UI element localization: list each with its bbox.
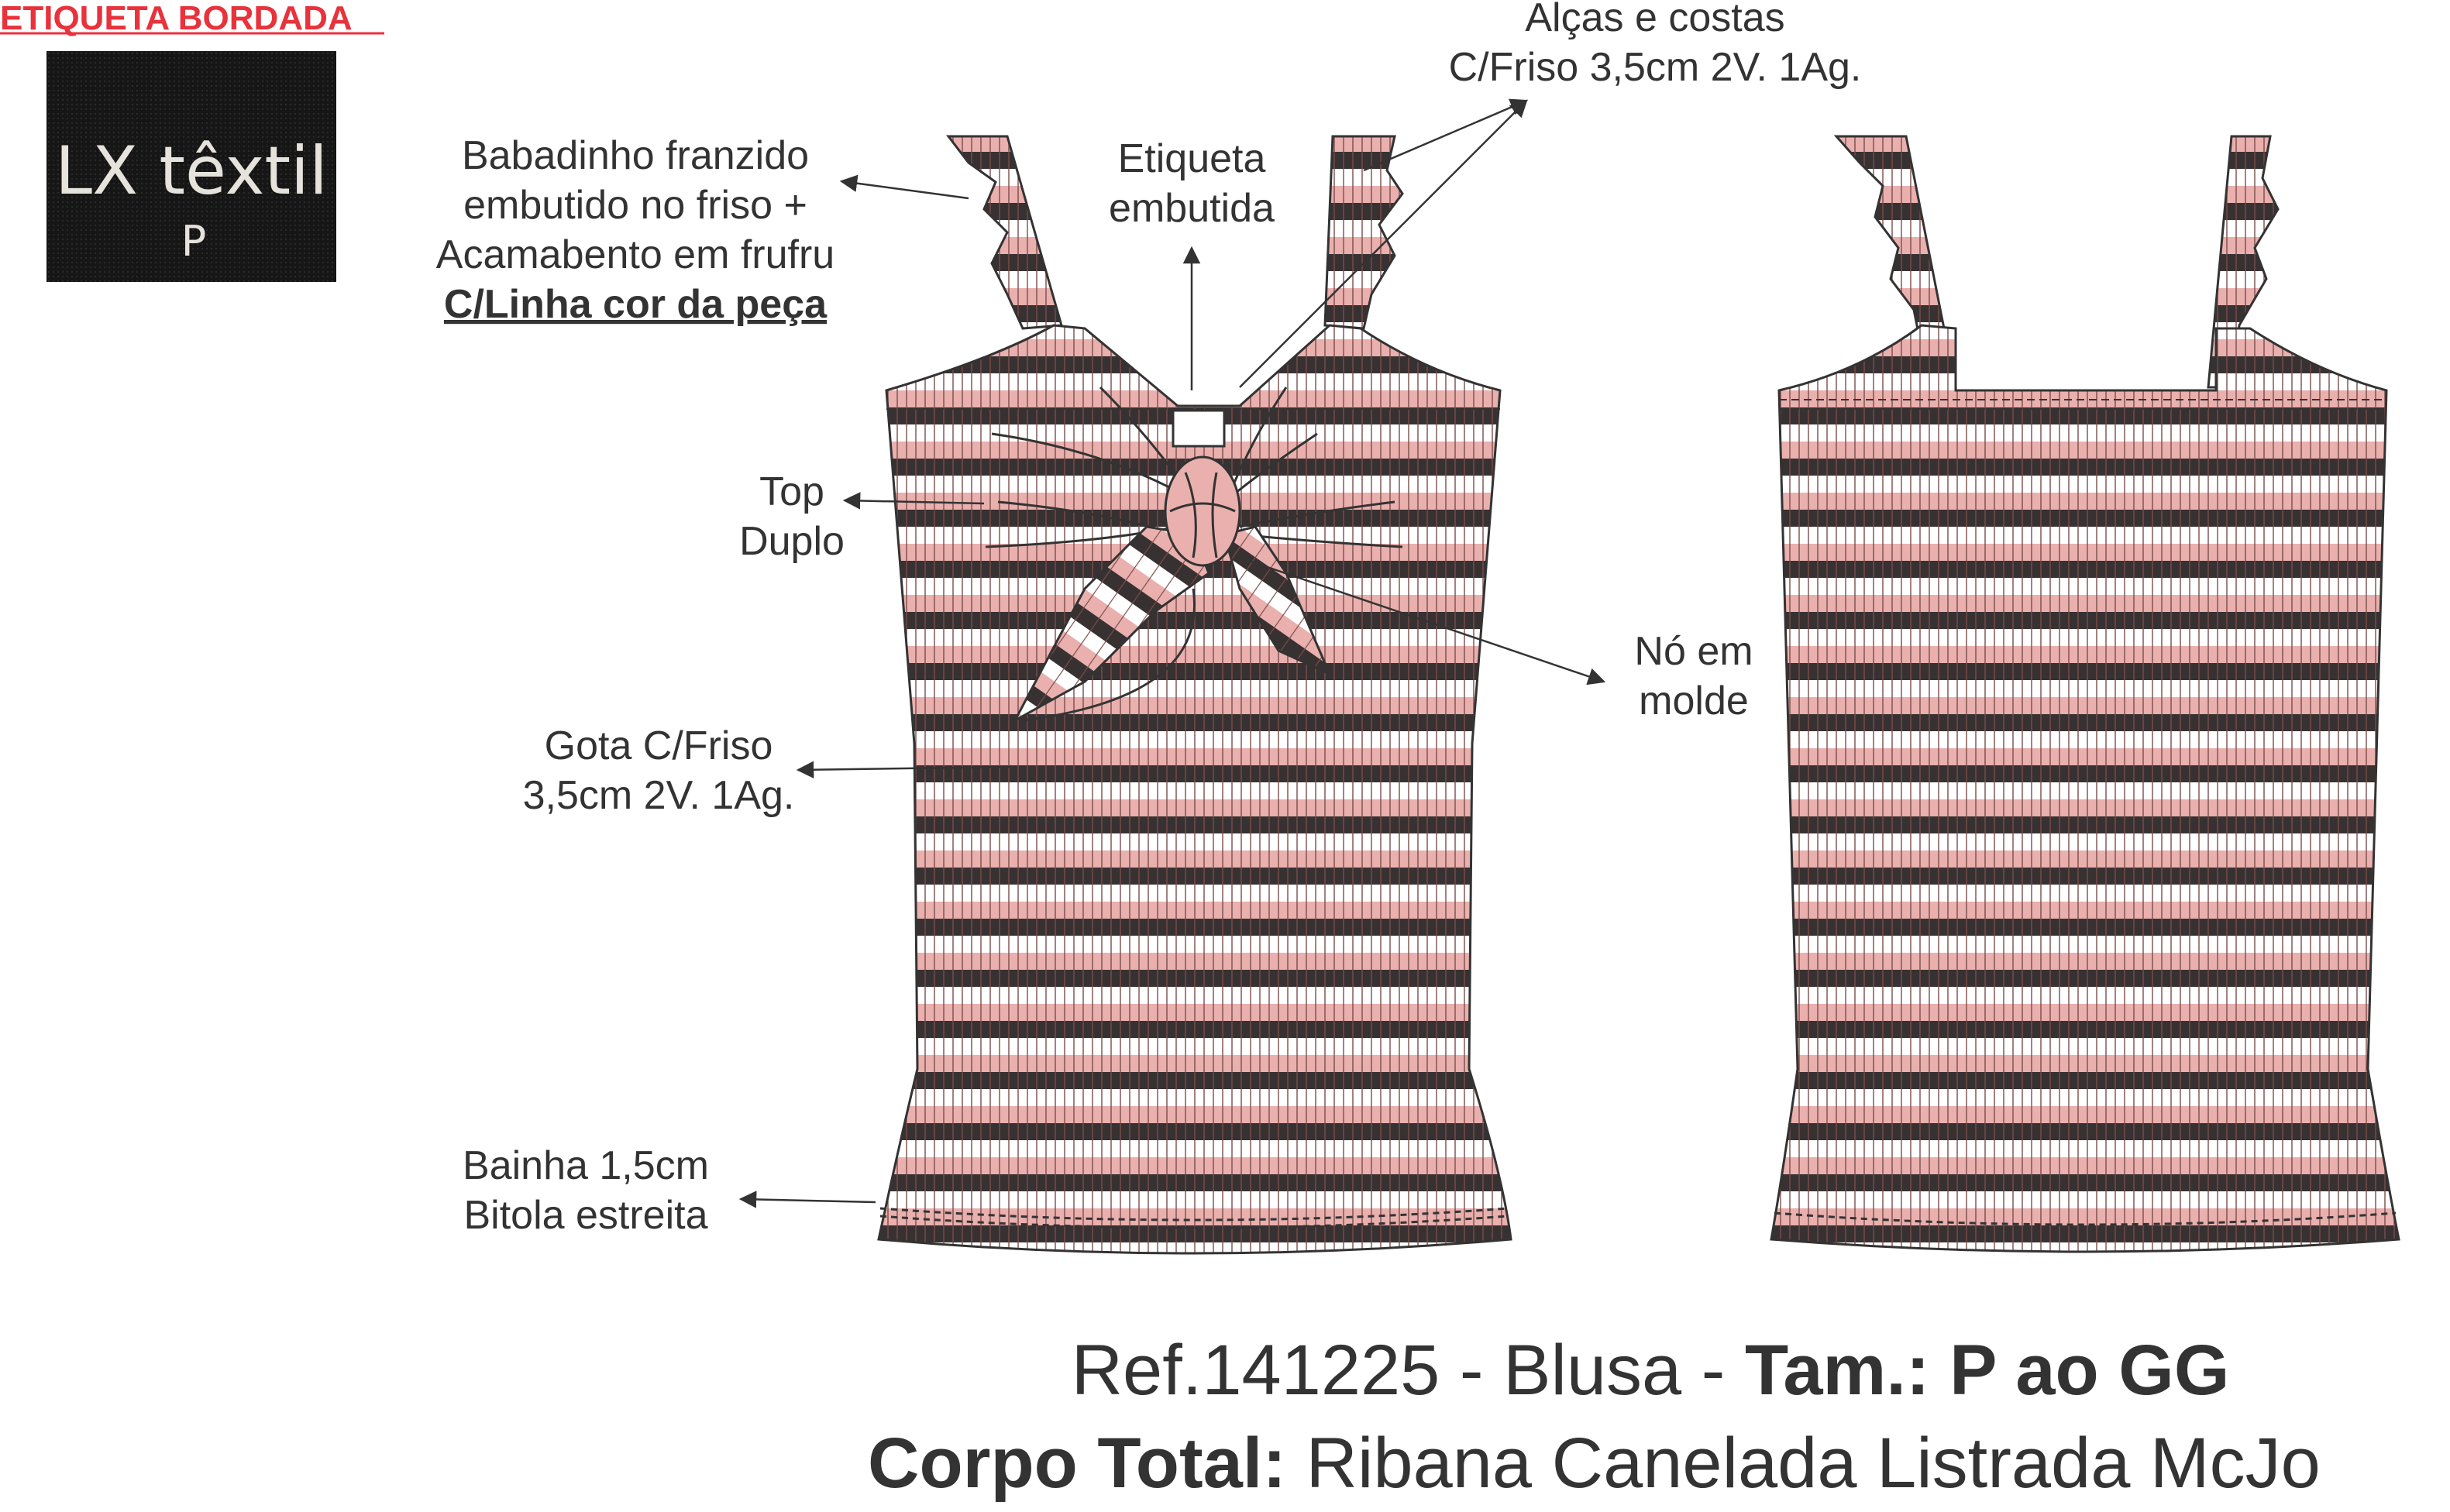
front-hem-stitch-2 [879,1215,1509,1229]
footer-size: Tam.: P ao GG [1745,1331,2229,1410]
footer-fabric: Ribana Canelada Listrada McJo [1286,1424,2321,1503]
arrow-ruffle [839,174,969,200]
callout-label: Etiqueta embutida [1109,136,1275,231]
ruffle-line4: C/Linha cor da peça [444,282,828,327]
arrow-top [842,492,985,510]
callout-top: Top Duplo [739,469,845,564]
arrow-straps-1 [1239,99,1528,388]
label-line2: embutida [1109,186,1275,231]
arrow-knot [1239,556,1606,686]
front-right-strap [1323,135,1404,330]
footer-ref: Ref.141225 - Blusa - [1072,1331,1745,1410]
top-line2: Duplo [739,519,845,564]
knot-folds [1169,472,1236,558]
ruffle-line3: Acamabento em frufru [436,232,834,277]
back-view [1770,135,2400,1253]
callout-hem: Bainha 1,5cm Bitola estreita [463,1143,709,1238]
knot-line1: Nó em [1634,629,1753,674]
bow-knot [1164,455,1241,567]
straps-line1: Alças e costas [1525,0,1784,40]
front-view [877,135,1512,1255]
drop-line1: Gota C/Friso [545,723,773,768]
front-body [877,324,1512,1255]
drop-line2: 3,5cm 2V. 1Ag. [523,773,795,818]
knot-line2: molde [1639,679,1749,723]
hem-line1: Bainha 1,5cm [463,1143,709,1188]
back-hem-stitch [1774,1211,2397,1226]
label-brand-text: LX têxtil [55,132,328,210]
front-left-strap [945,135,1063,330]
callout-ruffle: Babadinho franzido embutido no friso + A… [436,133,834,327]
label-size-text: P [181,217,207,266]
ruffle-line1: Babadinho franzido [462,133,809,178]
bow-right-tail [1223,525,1332,676]
back-body [1770,324,2400,1253]
arrow-hem [738,1191,876,1208]
neck-label [1172,409,1226,448]
top-line1: Top [759,469,824,514]
callout-knot: Nó em molde [1634,629,1753,723]
ruffle-line2: embutido no friso + [463,183,807,228]
callout-straps: Alças e costas C/Friso 3,5cm 2V. 1Ag. [1449,0,1862,90]
embroidered-label-section: ETIQUETA BORDADA LX têxtil P [0,0,384,282]
label-photo [46,51,336,282]
hem-line2: Bitola estreita [463,1193,707,1238]
callout-drop: Gota C/Friso 3,5cm 2V. 1Ag. [523,723,795,818]
arrow-drop [796,761,1016,778]
label-line1: Etiqueta [1118,136,1266,181]
front-hem-stitch [879,1207,1509,1222]
footer-ref-line: Ref.141225 - Blusa - Tam.: P ao GG [1072,1331,2230,1410]
embroidered-label-title: ETIQUETA BORDADA [0,0,353,37]
footer-body-label: Corpo Total: [868,1424,1286,1503]
arrow-straps-2 [1363,98,1529,172]
straps-line2: C/Friso 3,5cm 2V. 1Ag. [1449,45,1862,90]
callout-arrows [738,98,1606,1208]
footer-fabric-line: Corpo Total: Ribana Canelada Listrada Mc… [868,1424,2321,1503]
bow-left-tail [1012,525,1210,723]
